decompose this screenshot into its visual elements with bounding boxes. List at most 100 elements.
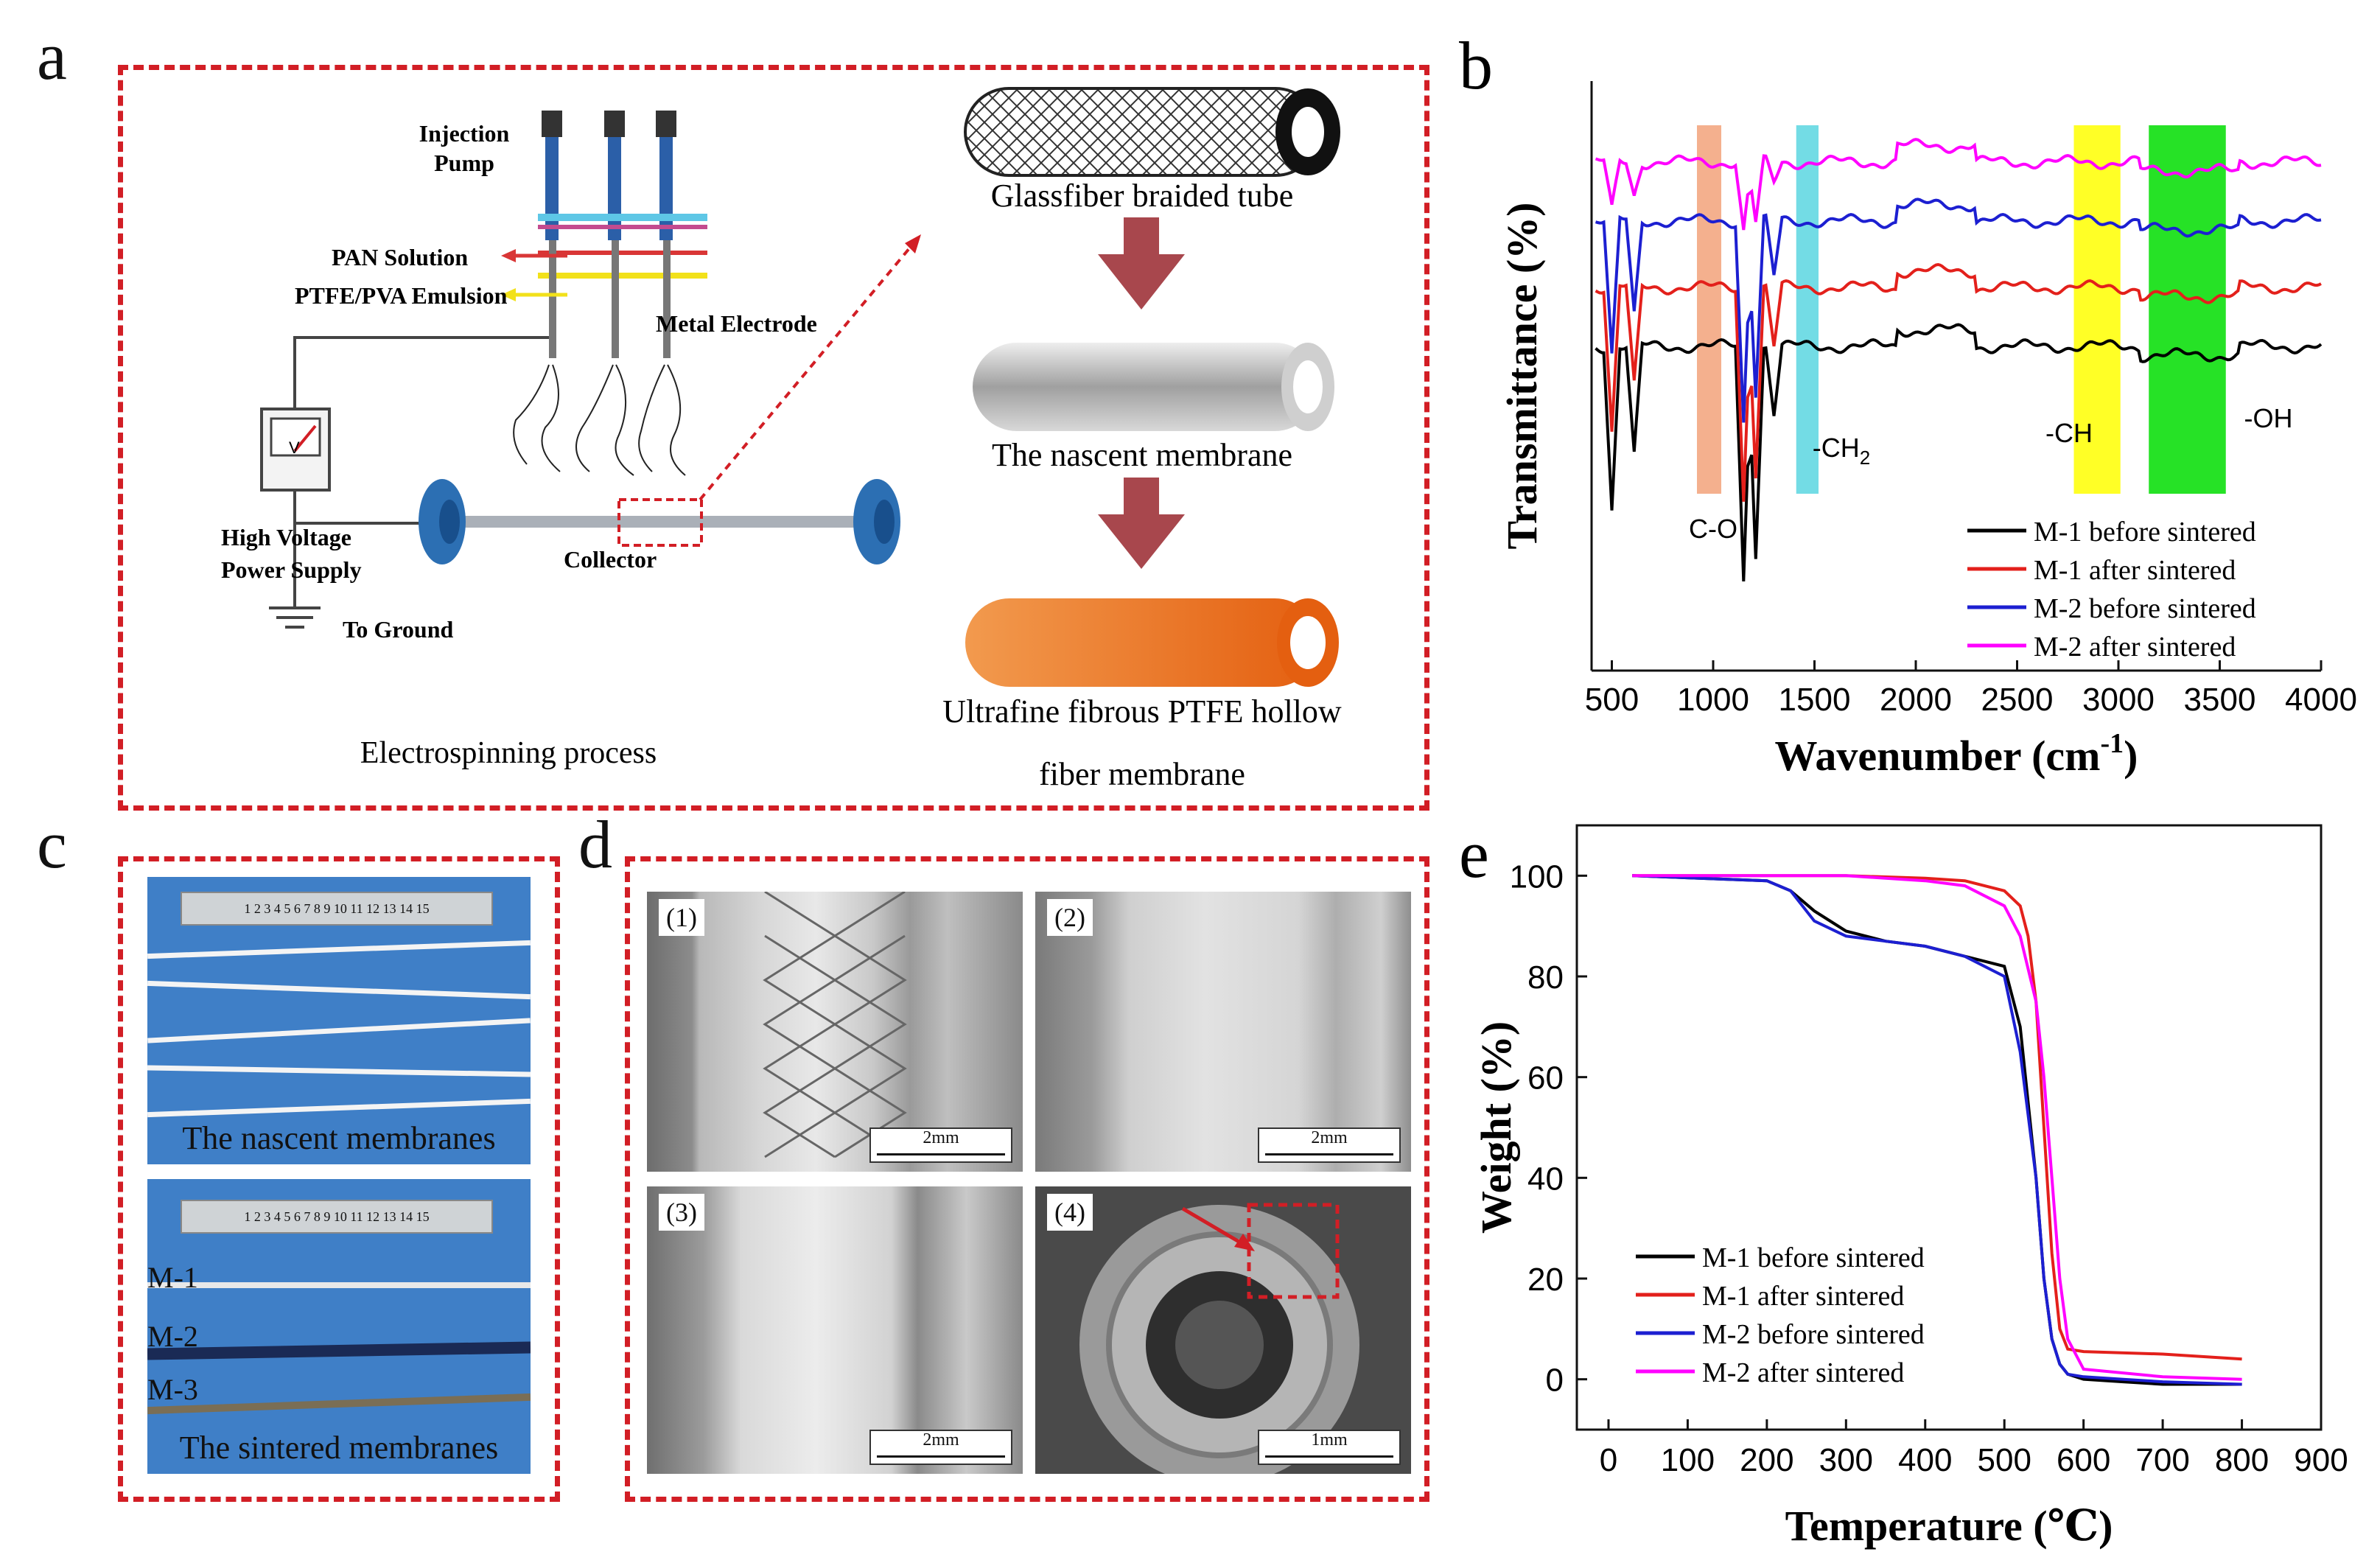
ruler: 1 2 3 4 5 6 7 8 9 10 11 12 13 14 15 <box>181 1200 493 1234</box>
photo-sintered-membranes: 1 2 3 4 5 6 7 8 9 10 11 12 13 14 15 M-1 … <box>147 1179 531 1474</box>
membrane-strip <box>147 980 531 1000</box>
x-tick-label: 2500 <box>1981 682 2054 718</box>
sem-image-4: (4) 1mm <box>1035 1186 1411 1474</box>
legend-label: M-2 before sintered <box>2034 593 2256 624</box>
electrospinning-schematic: Injection Pump PAN Solution PTFE/PVA Emu… <box>221 87 1342 792</box>
label-pump: Pump <box>434 150 494 176</box>
panel-letter-b: b <box>1459 29 1493 103</box>
label-power-supply: Power Supply <box>221 556 362 583</box>
caption-nascent: The nascent membranes <box>182 1120 496 1156</box>
ftir-series-3 <box>1595 197 2322 423</box>
band-label-oh: -OH <box>2244 403 2293 433</box>
band-0 <box>1697 125 1721 494</box>
braid-pattern <box>763 892 907 1158</box>
x-tick-label: 3500 <box>2184 682 2256 718</box>
caption-sintered: The sintered membranes <box>179 1430 499 1466</box>
x-tick-label: 100 <box>1661 1442 1715 1478</box>
x-tick-label: 800 <box>2215 1442 2269 1478</box>
legend-label: M-1 before sintered <box>1702 1242 1925 1273</box>
ftir-series-2 <box>1595 262 2322 502</box>
label-ptfe-pva: PTFE/PVA Emulsion <box>295 282 508 309</box>
label-collector: Collector <box>564 546 657 573</box>
band-label-ch2: -CH2 <box>1813 433 1870 469</box>
flow-step-3-line1: Ultrafine fibrous PTFE hollow <box>942 693 1342 730</box>
band-1 <box>1796 125 1819 494</box>
y-tick-label: 60 <box>1527 1060 1564 1097</box>
label-injection: Injection <box>419 120 510 147</box>
sem-image-2: (2) 2mm <box>1035 892 1411 1172</box>
x-tick-label: 700 <box>2135 1442 2189 1478</box>
tube-nascent <box>973 343 1334 431</box>
y-axis-label: Weight (%) <box>1472 1021 1520 1234</box>
x-tick-label: 2000 <box>1880 682 1952 718</box>
x-tick-label: 4000 <box>2285 682 2357 718</box>
sample-label-m3: M-3 <box>147 1373 198 1406</box>
panel-letter-c: c <box>37 807 67 882</box>
x-tick-label: 900 <box>2294 1442 2348 1478</box>
sem-tag-4: (4) <box>1047 1194 1093 1231</box>
flow-arrow-1 <box>1098 217 1185 310</box>
y-tick-label: 0 <box>1546 1363 1564 1399</box>
band-2 <box>2073 125 2121 494</box>
panel-letter-a: a <box>37 18 67 94</box>
flow-arrow-2 <box>1098 478 1185 569</box>
panel-d-frame <box>625 856 1429 1502</box>
y-tick-label: 40 <box>1527 1161 1564 1197</box>
x-tick-label: 500 <box>1978 1442 2031 1478</box>
cross-section <box>1079 1203 1359 1474</box>
plot-frame <box>1575 824 2323 1431</box>
flow-step-3-line2: fiber membrane <box>1039 756 1245 792</box>
legend-label: M-1 before sintered <box>2034 517 2256 548</box>
tube-ptfe <box>965 598 1339 687</box>
panel-a-frame <box>118 65 1429 811</box>
scalebar-2: 2mm <box>1258 1127 1401 1163</box>
label-high-voltage: High Voltage <box>221 524 351 550</box>
x-tick-label: 1000 <box>1677 682 1749 718</box>
membrane-strip <box>147 1065 531 1077</box>
syringe-array <box>501 111 707 358</box>
collector-drum <box>419 234 921 564</box>
band-3 <box>2149 125 2226 494</box>
y-tick-label: 20 <box>1527 1262 1564 1298</box>
label-metal-electrode: Metal Electrode <box>656 310 817 337</box>
scalebar-1: 2mm <box>869 1127 1012 1163</box>
flow-step-1: Glassfiber braided tube <box>991 178 1294 214</box>
voltmeter-v: V <box>289 438 300 457</box>
sem-tag-3: (3) <box>659 1194 704 1231</box>
legend-label: M-2 before sintered <box>1702 1319 1925 1350</box>
y-tick-label: 100 <box>1510 859 1564 895</box>
legend-label: M-1 after sintered <box>1702 1281 1904 1312</box>
ftir-series-1 <box>1595 323 2323 581</box>
membrane-strip <box>147 1018 531 1043</box>
tga-series-1 <box>1632 874 2242 1386</box>
label-pan-solution: PAN Solution <box>332 244 468 270</box>
membrane-strip <box>147 940 531 959</box>
flow-step-2: The nascent membrane <box>992 437 1292 473</box>
x-tick-label: 500 <box>1585 682 1639 718</box>
legend-label: M-2 after sintered <box>1702 1357 1904 1388</box>
band-label-co: C-O <box>1689 514 1737 544</box>
sem-image-3: (3) 2mm <box>647 1186 1023 1474</box>
legend-label: M-2 after sintered <box>2034 632 2236 662</box>
legend-label: M-1 after sintered <box>2034 555 2236 586</box>
band-label-ch: -CH <box>2045 418 2093 448</box>
membrane-strip-m1 <box>147 1282 531 1288</box>
tga-series-3 <box>1632 874 2242 1386</box>
scalebar-3: 2mm <box>869 1430 1012 1465</box>
sem-tag-1: (1) <box>659 899 704 936</box>
x-tick-label: 1500 <box>1779 682 1851 718</box>
x-tick-label: 200 <box>1740 1442 1793 1478</box>
wire <box>293 336 549 409</box>
x-axis-label: Temperature (℃) <box>1785 1502 2113 1550</box>
x-tick-label: 600 <box>2057 1442 2110 1478</box>
ftir-series-4 <box>1595 138 2322 231</box>
sample-label-m1: M-1 <box>147 1261 198 1294</box>
x-tick-label: 0 <box>1600 1442 1617 1478</box>
ruler: 1 2 3 4 5 6 7 8 9 10 11 12 13 14 15 <box>181 892 493 926</box>
photo-nascent-membranes: 1 2 3 4 5 6 7 8 9 10 11 12 13 14 15 The … <box>147 877 531 1164</box>
x-tick-label: 400 <box>1898 1442 1952 1478</box>
sem-image-1: (1) 2mm <box>647 892 1023 1172</box>
y-tick-label: 80 <box>1527 959 1564 996</box>
